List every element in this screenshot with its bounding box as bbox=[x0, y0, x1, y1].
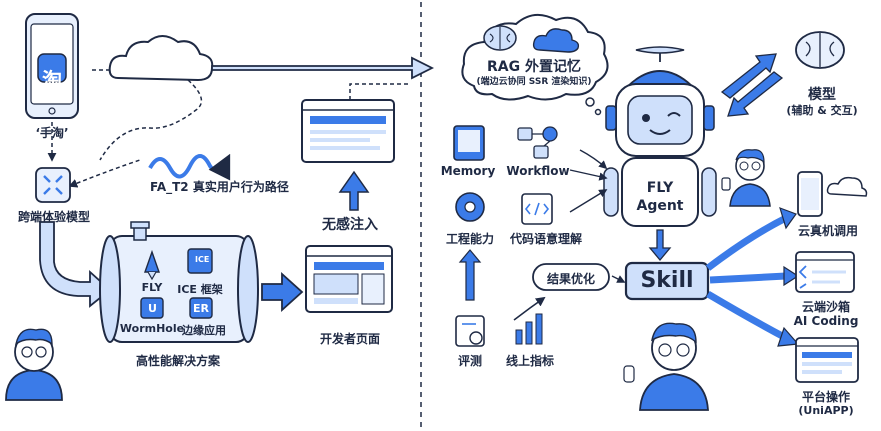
engineering-label: 工程能力 bbox=[445, 232, 495, 246]
cross-end-model-icon bbox=[35, 167, 71, 203]
solution-ice-label: ICE 框架 bbox=[177, 283, 223, 296]
user-avatar-right-top bbox=[721, 149, 771, 207]
cloud-phone-icon bbox=[797, 171, 868, 217]
phone-label: ‘手淘’ bbox=[35, 126, 69, 140]
fa-t2-label: FA_T2 真实用户行为路径 bbox=[150, 180, 289, 194]
skill-label: Skill bbox=[640, 268, 694, 293]
wormhole-badge: U bbox=[148, 302, 157, 315]
model-exchange-arrow-down bbox=[727, 71, 784, 117]
edge-app-icon bbox=[189, 297, 213, 319]
injected-page-browser bbox=[301, 99, 395, 163]
cross-model-label: 跨端体验模型 bbox=[17, 210, 91, 224]
dev-page-label: 开发者页面 bbox=[319, 332, 381, 346]
memory-label: Memory bbox=[440, 164, 496, 178]
code-doc-icon bbox=[521, 193, 553, 225]
solution-title: 高性能解决方案 bbox=[135, 354, 221, 368]
phone-logo-text: 淘 bbox=[42, 68, 62, 92]
inject-label: 无感注入 bbox=[322, 217, 378, 233]
user-avatar-right-bottom bbox=[623, 322, 709, 411]
rag-title: RAG 外置记忆 bbox=[487, 59, 581, 75]
workflow-icon bbox=[517, 126, 558, 159]
flow-arrow-to-rag bbox=[211, 56, 435, 80]
evaluation-icon bbox=[455, 315, 485, 347]
skill-ai-coding-label: AI Coding bbox=[793, 314, 859, 328]
optimize-label: 结果优化 bbox=[546, 272, 596, 286]
rocket-icon bbox=[144, 249, 160, 281]
platform-browser-icon bbox=[795, 337, 859, 383]
metrics-chart-icon bbox=[513, 296, 546, 345]
cloud-icon bbox=[108, 35, 214, 82]
online-metrics-label: 线上指标 bbox=[505, 354, 555, 368]
brain-icon bbox=[483, 25, 517, 51]
solution-wormhole-label: WormHole bbox=[119, 322, 185, 335]
solution-fly-label: FLY bbox=[141, 281, 163, 294]
optimize-banner bbox=[532, 263, 610, 291]
model-sub: (辅助 & 交互) bbox=[786, 104, 858, 117]
skill-box bbox=[624, 261, 710, 301]
workflow-label: Workflow bbox=[506, 164, 570, 178]
edge-badge: ER bbox=[193, 302, 209, 315]
agent-name-line1: FLY bbox=[646, 180, 674, 196]
model-exchange-arrow-up bbox=[720, 53, 777, 99]
eval-label: 评测 bbox=[457, 354, 483, 368]
wormhole-icon bbox=[140, 297, 164, 319]
agent-to-skill-arrow bbox=[648, 229, 672, 262]
developer-page-browser bbox=[305, 245, 393, 313]
memory-book-icon bbox=[453, 125, 485, 161]
flow-arrow-to-dev-page bbox=[261, 271, 304, 313]
skill-out-arrows bbox=[705, 207, 800, 347]
cloud-small-icon bbox=[532, 28, 580, 53]
skill-uniapp-label: (UniAPP) bbox=[798, 404, 854, 417]
rag-subtitle: (端边云协同 SSR 渲染知识) bbox=[476, 77, 592, 87]
sandbox-code-icon bbox=[795, 251, 855, 293]
gear-icon bbox=[455, 192, 485, 222]
solution-edge-label: 边缘应用 bbox=[182, 324, 226, 337]
user-avatar-left bbox=[5, 328, 63, 401]
agent-name-line2: Agent bbox=[636, 198, 684, 214]
fly-agent-robot bbox=[603, 46, 717, 227]
inject-up-arrow bbox=[338, 170, 370, 211]
skill-cloud-phone-label: 云真机调用 bbox=[797, 224, 859, 238]
ice-framework-icon bbox=[187, 248, 213, 274]
model-label: 模型 bbox=[808, 87, 836, 103]
model-brain-icon bbox=[795, 31, 845, 69]
ice-badge: ICE bbox=[195, 255, 210, 264]
eval-up-arrow bbox=[458, 249, 482, 301]
phone-icon bbox=[25, 13, 79, 119]
code-label: 代码语意理解 bbox=[509, 232, 583, 246]
skill-platform-label: 平台操作 bbox=[801, 390, 851, 404]
skill-sandbox-label: 云端沙箱 bbox=[801, 300, 851, 314]
trend-wave-arrow bbox=[148, 153, 231, 181]
